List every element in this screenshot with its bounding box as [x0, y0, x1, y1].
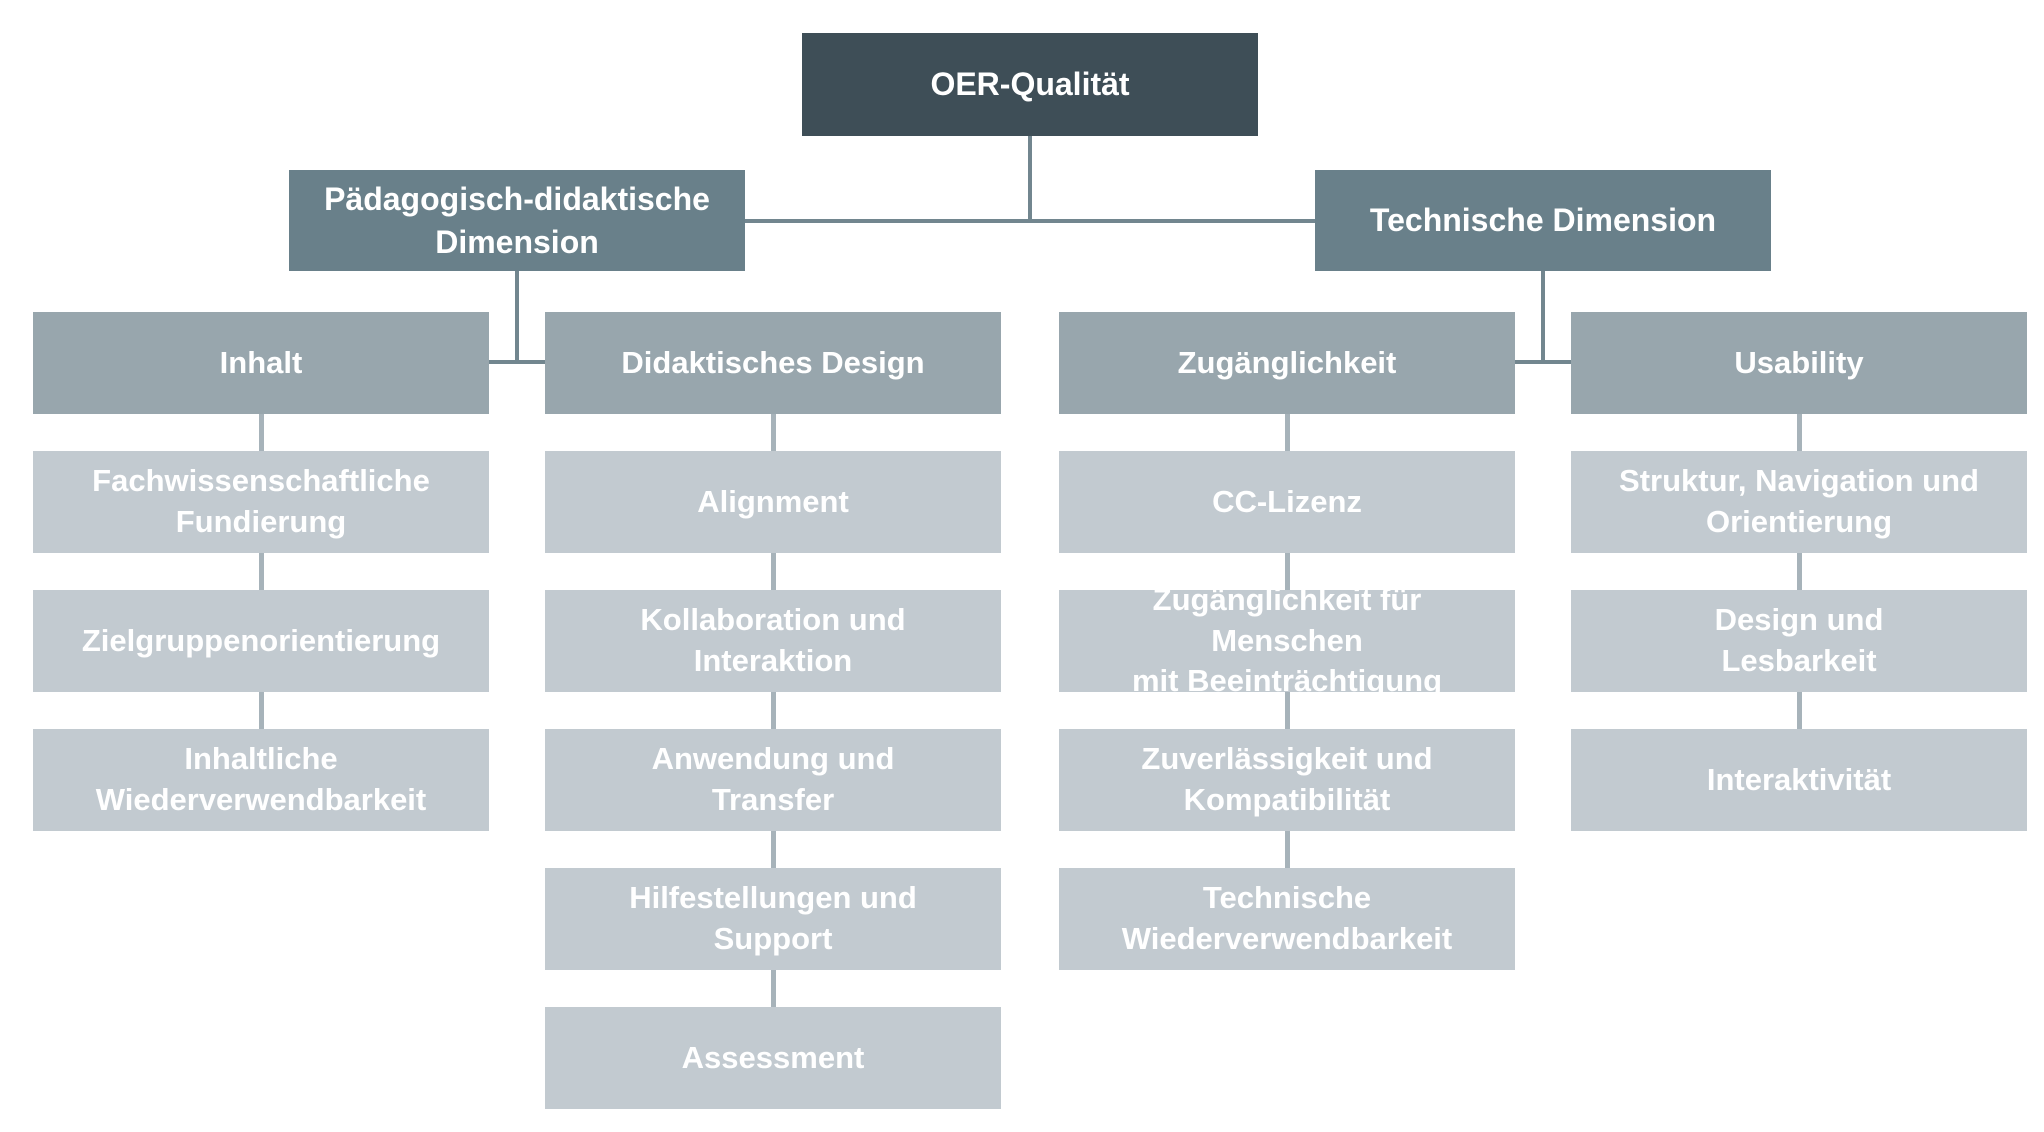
connector-col1-1 [259, 414, 264, 451]
item-node-label: CC-Lizenz [1212, 483, 1362, 519]
item-node: Fachwissenschaftliche Fundierung [33, 451, 489, 553]
connector-col3-4 [1285, 831, 1290, 868]
connector-col2-1 [771, 414, 776, 451]
item-node: Zuverlässigkeit und Kompatibilität [1059, 729, 1515, 831]
item-node-label: Design und Lesbarkeit [1714, 602, 1884, 678]
category-header-label: Usability [1734, 344, 1864, 380]
connector-col2-3 [771, 692, 776, 729]
item-node: Hilfestellungen und Support [545, 868, 1001, 970]
connector-col2-2 [771, 553, 776, 590]
category-header-inhalt: Inhalt [33, 312, 489, 414]
dimension-node-label: Technische Dimension [1369, 202, 1717, 239]
dimension-node-paedagogisch-didaktisch: Pädagogisch-didaktische Dimension [289, 170, 745, 271]
category-header-usability: Usability [1571, 312, 2027, 414]
item-node-label: Interaktivität [1706, 761, 1892, 797]
connector-dimension2-vertical [1541, 271, 1545, 362]
item-node: Zugänglichkeit für Menschen mit Beeinträ… [1059, 582, 1515, 698]
connector-t-junction-left [489, 360, 545, 364]
category-header-label: Didaktisches Design [621, 344, 925, 380]
item-node: CC-Lizenz [1059, 451, 1515, 553]
item-node-label: Technische Wiederverwendbarkeit [1121, 880, 1453, 956]
item-node: Technische Wiederverwendbarkeit [1059, 868, 1515, 970]
item-node: Zielgruppenorientierung [33, 590, 489, 692]
item-node: Interaktivität [1571, 729, 2027, 831]
item-node-label: Hilfestellungen und Support [629, 880, 917, 956]
connector-col2-5 [771, 970, 776, 1007]
item-node: Assessment [545, 1007, 1001, 1109]
item-node-label: Alignment [697, 483, 849, 519]
item-node-label: Zielgruppenorientierung [81, 622, 441, 658]
connector-col1-3 [259, 692, 264, 729]
item-node-label: Zuverlässigkeit und Kompatibilität [1141, 741, 1433, 817]
item-node: Alignment [545, 451, 1001, 553]
connector-col1-2 [259, 553, 264, 590]
item-node: Struktur, Navigation und Orientierung [1571, 451, 2027, 553]
item-node: Inhaltliche Wiederverwendbarkeit [33, 729, 489, 831]
connector-col3-1 [1285, 414, 1290, 451]
item-node: Kollaboration und Interaktion [545, 590, 1001, 692]
item-node-label: Anwendung und Transfer [651, 741, 895, 817]
item-node-label: Inhaltliche Wiederverwendbarkeit [95, 741, 427, 817]
connector-dimensions-horizontal [745, 219, 1315, 223]
connector-col4-3 [1797, 692, 1802, 729]
item-node: Anwendung und Transfer [545, 729, 1001, 831]
category-header-didaktisches-design: Didaktisches Design [545, 312, 1001, 414]
item-node-label: Zugänglichkeit für Menschen mit Beeinträ… [1131, 581, 1442, 699]
item-node: Design und Lesbarkeit [1571, 590, 2027, 692]
connector-col3-3 [1285, 692, 1290, 729]
connector-col4-1 [1797, 414, 1802, 451]
dimension-node-label: Pädagogisch-didaktische Dimension [324, 181, 710, 260]
connector-col3-2 [1285, 553, 1290, 590]
item-node-label: Struktur, Navigation und Orientierung [1619, 463, 1979, 539]
category-header-label: Zugänglichkeit [1177, 344, 1397, 380]
dimension-node-technisch: Technische Dimension [1315, 170, 1771, 271]
connector-col2-4 [771, 831, 776, 868]
category-header-zugaenglichkeit: Zugänglichkeit [1059, 312, 1515, 414]
connector-col4-2 [1797, 553, 1802, 590]
connector-t-junction-right [1515, 360, 1571, 364]
root-node: OER-Qualität [802, 33, 1258, 136]
connector-dimension1-vertical [515, 271, 519, 362]
item-node-label: Kollaboration und Interaktion [640, 602, 906, 678]
root-node-label: OER-Qualität [930, 66, 1130, 103]
connector-root-vertical [1028, 136, 1032, 222]
category-header-label: Inhalt [219, 344, 303, 380]
item-node-label: Assessment [681, 1039, 865, 1075]
item-node-label: Fachwissenschaftliche Fundierung [92, 463, 430, 539]
